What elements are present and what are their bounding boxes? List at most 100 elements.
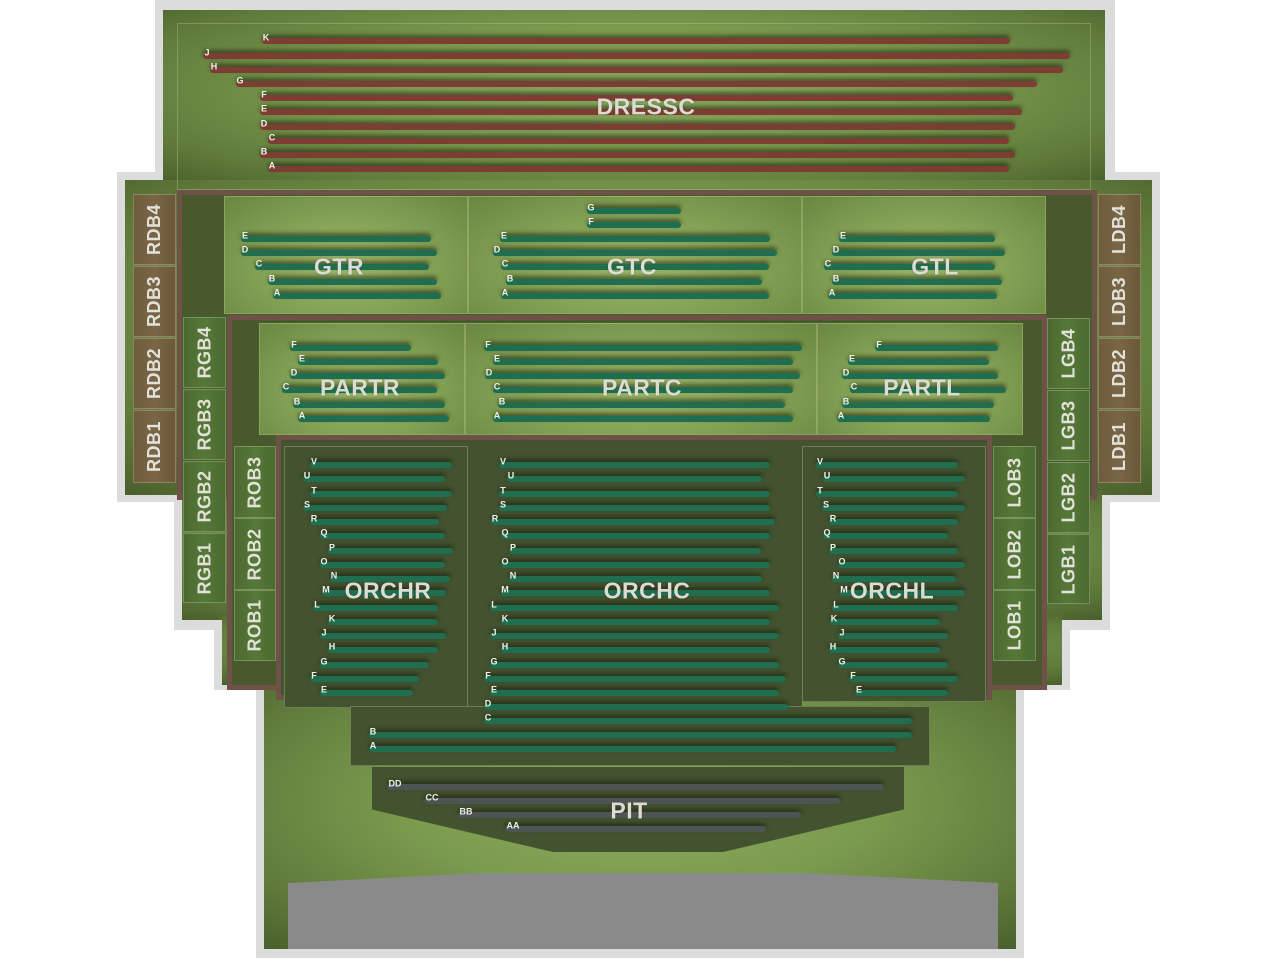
seat-row[interactable] (485, 373, 800, 379)
seat-row[interactable] (490, 633, 779, 639)
seat-row[interactable] (458, 812, 801, 818)
seat-row[interactable] (501, 264, 769, 270)
box-rgb2[interactable]: RGB2 (183, 461, 226, 532)
seat-row[interactable] (493, 250, 777, 256)
seat-row[interactable] (842, 373, 998, 379)
seat-row[interactable] (816, 462, 958, 468)
seat-row[interactable] (822, 505, 965, 511)
seat-row[interactable] (832, 279, 1002, 285)
box-rgb1[interactable]: RGB1 (183, 533, 226, 603)
seat-row[interactable] (839, 236, 995, 242)
seat-row[interactable] (493, 359, 793, 365)
seat-row[interactable] (203, 53, 1070, 59)
seat-row[interactable] (832, 576, 956, 582)
seat-row[interactable] (501, 647, 770, 653)
box-ldb2[interactable]: LDB2 (1098, 338, 1141, 409)
seat-row[interactable] (493, 416, 793, 422)
box-rgb3[interactable]: RGB3 (183, 389, 226, 460)
box-lob3[interactable]: LOB3 (993, 446, 1036, 518)
seat-row[interactable] (298, 416, 449, 422)
seat-row[interactable] (328, 619, 438, 625)
seat-row[interactable] (320, 662, 429, 668)
seat-row[interactable] (509, 548, 761, 554)
seat-row[interactable] (823, 476, 965, 482)
seat-row[interactable] (210, 67, 1063, 73)
seat-row[interactable] (838, 633, 948, 639)
seat-row[interactable] (824, 264, 995, 270)
seat-row[interactable] (330, 576, 450, 582)
seat-row[interactable] (848, 359, 989, 365)
seat-row[interactable] (500, 236, 770, 242)
seat-row[interactable] (501, 619, 770, 625)
seat-row[interactable] (850, 387, 1006, 393)
seat-row[interactable] (499, 462, 770, 468)
box-ldb4[interactable]: LDB4 (1098, 194, 1141, 265)
seat-row[interactable] (501, 562, 770, 568)
box-lgb4[interactable]: LGB4 (1047, 318, 1090, 389)
section-orchl-area[interactable] (802, 446, 986, 702)
seat-row[interactable] (310, 462, 452, 468)
seat-row[interactable] (260, 124, 1015, 130)
seat-row[interactable] (424, 798, 840, 804)
box-lob2[interactable]: LOB2 (993, 518, 1036, 590)
seat-row[interactable] (298, 359, 438, 365)
seat-row[interactable] (293, 402, 445, 408)
seat-row[interactable] (310, 519, 439, 525)
seat-row[interactable] (875, 345, 998, 351)
box-lgb2[interactable]: LGB2 (1047, 462, 1090, 533)
seat-row[interactable] (241, 250, 437, 256)
seat-row[interactable] (310, 491, 452, 497)
seat-row[interactable] (320, 533, 445, 539)
seat-row[interactable] (832, 250, 1005, 256)
box-ldb3[interactable]: LDB3 (1098, 266, 1141, 337)
seat-row[interactable] (829, 647, 940, 653)
seat-row[interactable] (832, 605, 958, 611)
seat-row[interactable] (855, 690, 948, 696)
seat-row[interactable] (290, 345, 411, 351)
seat-row[interactable] (499, 505, 770, 511)
seat-row[interactable] (484, 718, 912, 724)
box-rdb4[interactable]: RDB4 (133, 194, 176, 265)
seat-row[interactable] (303, 505, 447, 511)
seat-row[interactable] (484, 345, 802, 351)
seat-row[interactable] (484, 676, 786, 682)
seat-row[interactable] (268, 279, 437, 285)
seat-row[interactable] (255, 264, 429, 270)
section-dressc-area[interactable] (177, 23, 1091, 190)
seat-row[interactable] (282, 387, 437, 393)
seat-row[interactable] (830, 619, 940, 625)
seat-row[interactable] (369, 746, 896, 752)
seat-row[interactable] (507, 476, 762, 482)
seat-row[interactable] (506, 279, 762, 285)
seat-row[interactable] (328, 548, 453, 554)
seat-row[interactable] (840, 590, 965, 596)
seat-row[interactable] (587, 222, 681, 228)
box-rob1[interactable]: ROB1 (234, 590, 276, 661)
seat-row[interactable] (493, 387, 793, 393)
seat-row[interactable] (490, 605, 779, 611)
seat-row[interactable] (509, 576, 762, 582)
seat-row[interactable] (268, 138, 1009, 144)
seat-row[interactable] (320, 562, 445, 568)
seat-row[interactable] (262, 38, 1010, 44)
seat-row[interactable] (490, 690, 779, 696)
seat-row[interactable] (491, 519, 775, 525)
seat-row[interactable] (303, 476, 445, 482)
seat-row[interactable] (823, 533, 948, 539)
seat-row[interactable] (290, 373, 445, 379)
seat-row[interactable] (490, 662, 779, 668)
seat-row[interactable] (505, 826, 766, 832)
seat-row[interactable] (828, 293, 997, 299)
seat-row[interactable] (320, 690, 413, 696)
seat-row[interactable] (842, 402, 994, 408)
seat-row[interactable] (501, 293, 769, 299)
box-ldb1[interactable]: LDB1 (1098, 410, 1141, 483)
seat-row[interactable] (498, 402, 785, 408)
box-rdb1[interactable]: RDB1 (133, 410, 176, 483)
seat-row[interactable] (268, 166, 1009, 172)
seat-row[interactable] (484, 704, 788, 710)
seat-row[interactable] (328, 647, 438, 653)
seat-row[interactable] (260, 95, 1013, 101)
seat-row[interactable] (387, 784, 884, 790)
seat-row[interactable] (838, 562, 965, 568)
